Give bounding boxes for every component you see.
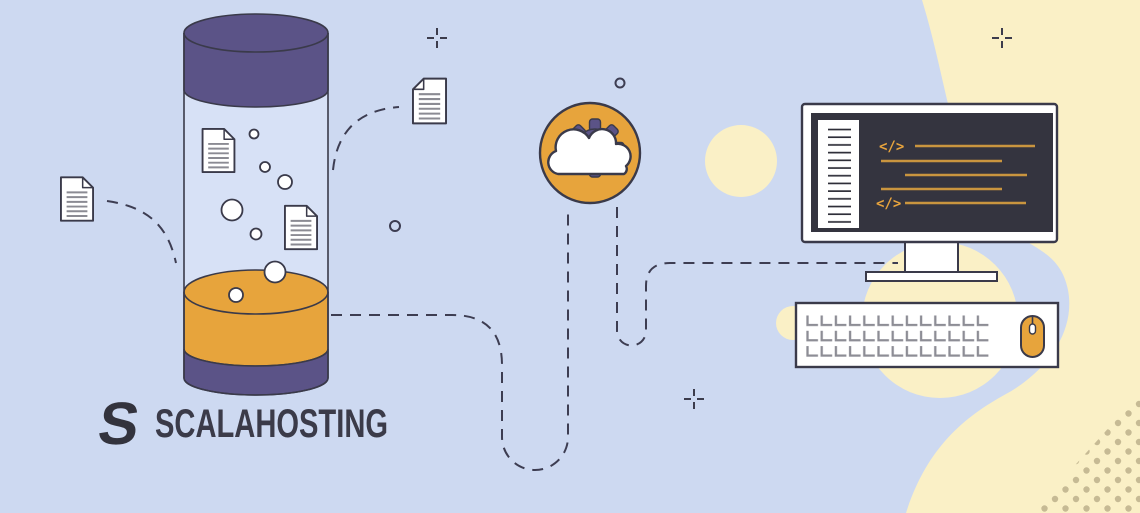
data-layer-orange — [183, 269, 329, 367]
monitor-icon: </> </> — [800, 102, 1059, 282]
document-icon — [60, 176, 94, 222]
polka-dots — [1032, 393, 1140, 513]
bubble-icon — [259, 161, 271, 173]
bubble-icon — [263, 260, 287, 284]
cloud-gear-icon — [538, 101, 642, 205]
logo-text: SCALAHOSTING — [155, 402, 388, 446]
connector-database-to-cloud — [331, 208, 569, 471]
scalahosting-logo: S SCALAHOSTING — [94, 389, 388, 457]
screen-sidebar-lines — [828, 127, 851, 224]
mouse-wheel — [1028, 323, 1037, 335]
code-tag-icon: </> — [879, 139, 904, 155]
bubble-icon — [248, 128, 260, 140]
bubble-icon — [228, 287, 244, 303]
connector-cloud-to-monitor — [616, 207, 898, 347]
code-tag-icon: </> — [876, 196, 901, 212]
dashed-connectors — [106, 106, 898, 471]
mouse-icon — [1020, 315, 1045, 358]
keyboard-icon — [794, 301, 1060, 369]
document-icon — [284, 204, 318, 251]
background-cream-circle-small — [705, 125, 777, 197]
document-icon — [412, 77, 447, 125]
monitor-stand-neck — [904, 241, 959, 273]
cylinder-cap-purple — [183, 13, 329, 108]
cloud-icon — [547, 128, 632, 176]
keyboard-keys — [806, 314, 990, 360]
monitor-stand-base — [865, 271, 998, 282]
code-lines — [881, 144, 1035, 205]
bubble-icon — [277, 174, 293, 190]
glass-outline — [183, 33, 329, 396]
bubble-icon — [220, 198, 244, 222]
scalahosting-s-icon: S — [94, 389, 144, 457]
bubble-icon — [249, 227, 263, 241]
bubble-icon — [614, 77, 626, 89]
bubble-icon — [389, 220, 401, 232]
decorations — [389, 27, 1013, 410]
database-cylinder-icon — [183, 13, 329, 396]
bubbles — [220, 128, 293, 303]
document-icon — [201, 128, 236, 173]
